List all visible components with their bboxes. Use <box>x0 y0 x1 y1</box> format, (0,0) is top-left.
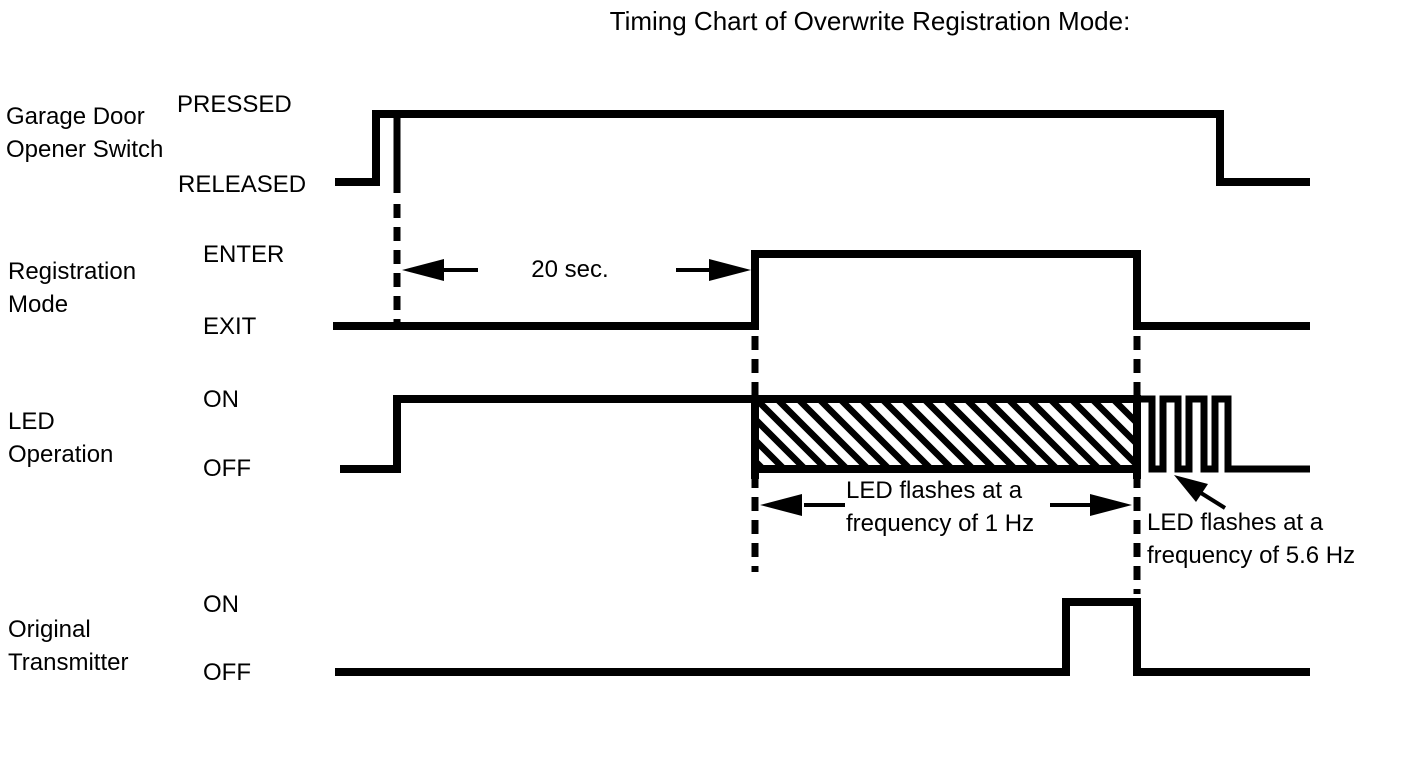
level-label-led-off: OFF <box>203 455 251 482</box>
interval-arrow-right <box>676 259 751 281</box>
chart-title: Timing Chart of Overwrite Registration M… <box>609 6 1131 36</box>
interval-arrow-left <box>402 259 478 281</box>
level-label-transmitter-off: OFF <box>203 659 251 686</box>
signal-label-original-transmitter: Original Transmitter <box>8 616 129 676</box>
trace-registration-mode <box>333 250 1310 330</box>
signal-label-garage-door-opener-switch: Garage Door Opener Switch <box>6 103 164 163</box>
level-label-released: RELEASED <box>178 171 307 198</box>
flash-1hz-arrow-right <box>1050 494 1132 516</box>
annotation-20-sec: 20 sec. <box>531 256 609 283</box>
level-label-led-on: ON <box>203 386 239 413</box>
annotation-flash-56hz: LED flashes at a frequency of 5.6 Hz <box>1147 509 1356 569</box>
level-label-pressed: PRESSED <box>177 91 292 118</box>
signal-label-led-operation: LED Operation <box>8 408 114 468</box>
annotation-flash-1hz: LED flashes at a frequency of 1 Hz <box>846 477 1035 537</box>
signal-label-registration-mode: Registration Mode <box>8 258 137 318</box>
level-label-enter: ENTER <box>203 241 285 268</box>
led-1hz-hatched-region <box>751 395 1141 473</box>
flash-1hz-arrow-left <box>760 494 845 516</box>
level-label-transmitter-on: ON <box>203 591 239 618</box>
trace-garage-door-opener-switch <box>335 110 1310 186</box>
flash-56hz-arrow <box>1174 475 1227 510</box>
trace-led-operation <box>340 395 1310 479</box>
level-label-exit: EXIT <box>203 313 257 340</box>
led-56hz-pulses <box>1137 395 1310 473</box>
trace-original-transmitter <box>335 598 1310 676</box>
